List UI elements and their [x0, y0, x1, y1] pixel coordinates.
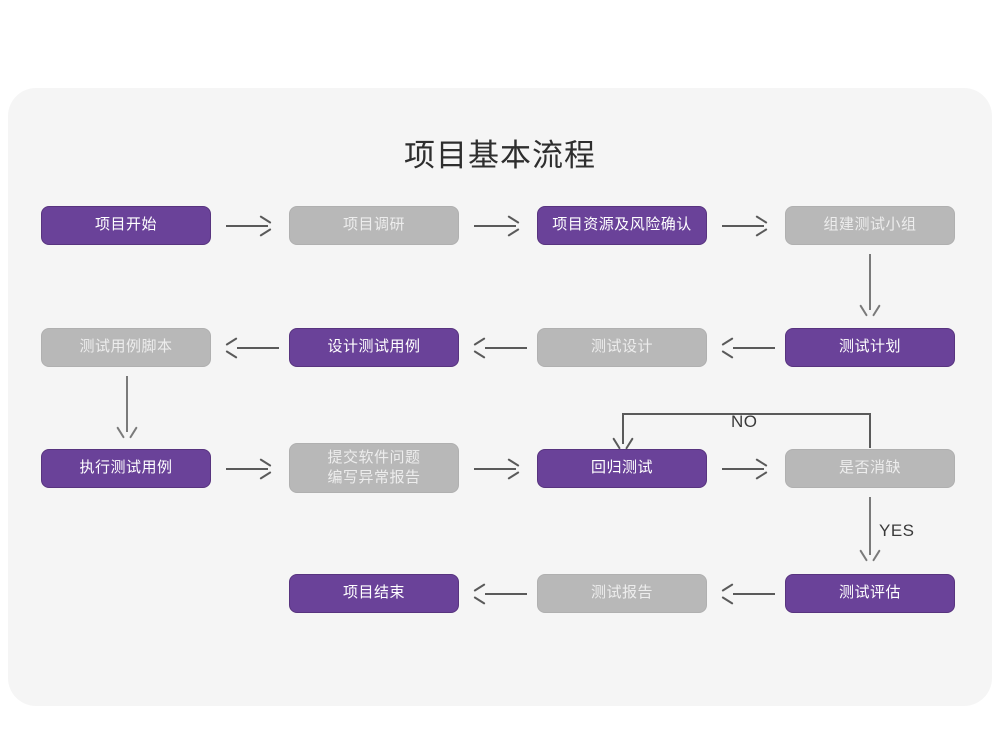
node-project-start[interactable]: 项目开始 — [41, 206, 211, 245]
edge-n15-n14 — [733, 593, 775, 595]
edge-n2-n3 — [474, 225, 516, 227]
arrowhead-left-icon — [474, 587, 487, 600]
arrowhead-right-icon — [506, 462, 519, 475]
arrowhead-right-icon — [506, 219, 519, 232]
edge-n3-n4 — [722, 225, 764, 227]
edge-no-top-segment — [622, 413, 871, 415]
arrowhead-right-icon — [258, 219, 271, 232]
node-execute-test-case[interactable]: 执行测试用例 — [41, 449, 211, 488]
arrowhead-left-icon — [474, 341, 487, 354]
node-resource-risk-confirm[interactable]: 项目资源及风险确认 — [537, 206, 707, 245]
arrowhead-down-icon — [120, 425, 133, 438]
node-test-evaluation[interactable]: 测试评估 — [785, 574, 955, 613]
edge-n9-n10 — [226, 468, 268, 470]
edge-n1-n2 — [226, 225, 268, 227]
node-build-test-team[interactable]: 组建测试小组 — [785, 206, 955, 245]
edge-n5-n9 — [126, 376, 128, 432]
edge-n11-n12 — [722, 468, 764, 470]
edge-label-no: NO — [731, 412, 758, 431]
arrowhead-left-icon — [226, 341, 239, 354]
edge-n8-n7 — [733, 347, 775, 349]
edge-n10-n11 — [474, 468, 516, 470]
node-test-plan[interactable]: 测试计划 — [785, 328, 955, 367]
arrowhead-right-icon — [754, 462, 767, 475]
arrowhead-down-icon — [863, 548, 876, 561]
node-submit-issue-report[interactable]: 提交软件问题 编写异常报告 — [289, 443, 459, 493]
edge-n12-n15 — [869, 497, 871, 555]
edge-no-left-segment — [622, 414, 624, 444]
node-regression-test[interactable]: 回归测试 — [537, 449, 707, 488]
node-test-case-script[interactable]: 测试用例脚本 — [41, 328, 211, 367]
edge-n7-n6 — [485, 347, 527, 349]
arrowhead-right-icon — [754, 219, 767, 232]
arrowhead-down-icon — [863, 303, 876, 316]
arrowhead-left-icon — [722, 587, 735, 600]
node-defect-resolved[interactable]: 是否消缺 — [785, 449, 955, 488]
arrowhead-down-icon — [616, 436, 629, 449]
node-design-test-case[interactable]: 设计测试用例 — [289, 328, 459, 367]
page-title: 项目基本流程 — [404, 138, 596, 173]
node-project-research[interactable]: 项目调研 — [289, 206, 459, 245]
edge-n6-n5 — [237, 347, 279, 349]
node-project-end[interactable]: 项目结束 — [289, 574, 459, 613]
edge-n14-n13 — [485, 593, 527, 595]
node-test-design[interactable]: 测试设计 — [537, 328, 707, 367]
edge-label-yes: YES — [879, 521, 915, 540]
edge-no-right-segment — [869, 414, 871, 448]
flowchart-card — [8, 88, 992, 706]
edge-n4-n8 — [869, 254, 871, 310]
node-test-report[interactable]: 测试报告 — [537, 574, 707, 613]
arrowhead-right-icon — [258, 462, 271, 475]
arrowhead-left-icon — [722, 341, 735, 354]
